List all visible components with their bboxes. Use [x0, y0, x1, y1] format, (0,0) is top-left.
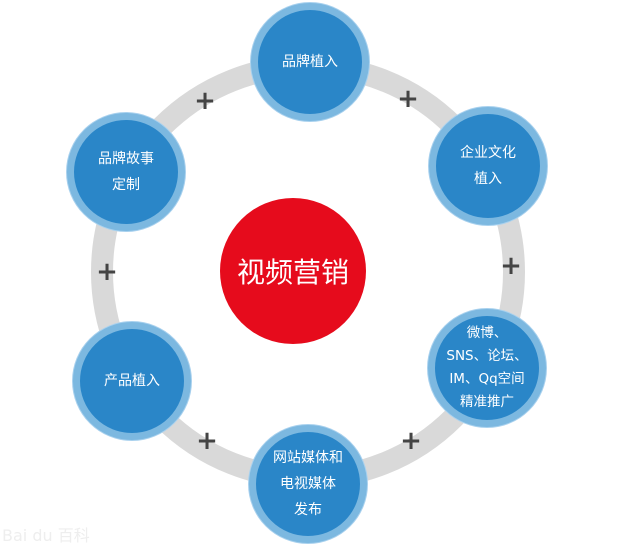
- plus-icon: +: [397, 84, 419, 114]
- plus-icon: +: [96, 257, 118, 287]
- plus-icon: +: [196, 426, 218, 456]
- node-label: 企业文化 植入: [460, 145, 516, 187]
- plus-icon: +: [400, 426, 422, 456]
- node-label: 产品植入: [104, 373, 160, 389]
- node-social-promotion: 微博、 SNS、论坛、 IM、Qq空间 精准推广: [428, 309, 546, 427]
- node-brand-story: 品牌故事 定制: [67, 113, 185, 231]
- node-brand-placement: 品牌植入: [251, 3, 369, 121]
- node-label: 网站媒体和 电视媒体 发布: [273, 450, 343, 518]
- center-node: 视频营销: [220, 198, 366, 344]
- node-label: 品牌植入: [282, 54, 338, 70]
- plus-icon: +: [500, 251, 522, 281]
- node-media-release: 网站媒体和 电视媒体 发布: [249, 425, 367, 543]
- watermark: Bai du 百科: [2, 526, 90, 545]
- center-label: 视频营销: [236, 256, 349, 289]
- node-label: 微博、 SNS、论坛、 IM、Qq空间 精准推广: [446, 325, 528, 410]
- node-product-placement: 产品植入: [73, 322, 191, 440]
- node-corporate-culture: 企业文化 植入: [429, 107, 547, 225]
- node-label: 品牌故事 定制: [98, 151, 154, 193]
- plus-icon: +: [194, 86, 216, 116]
